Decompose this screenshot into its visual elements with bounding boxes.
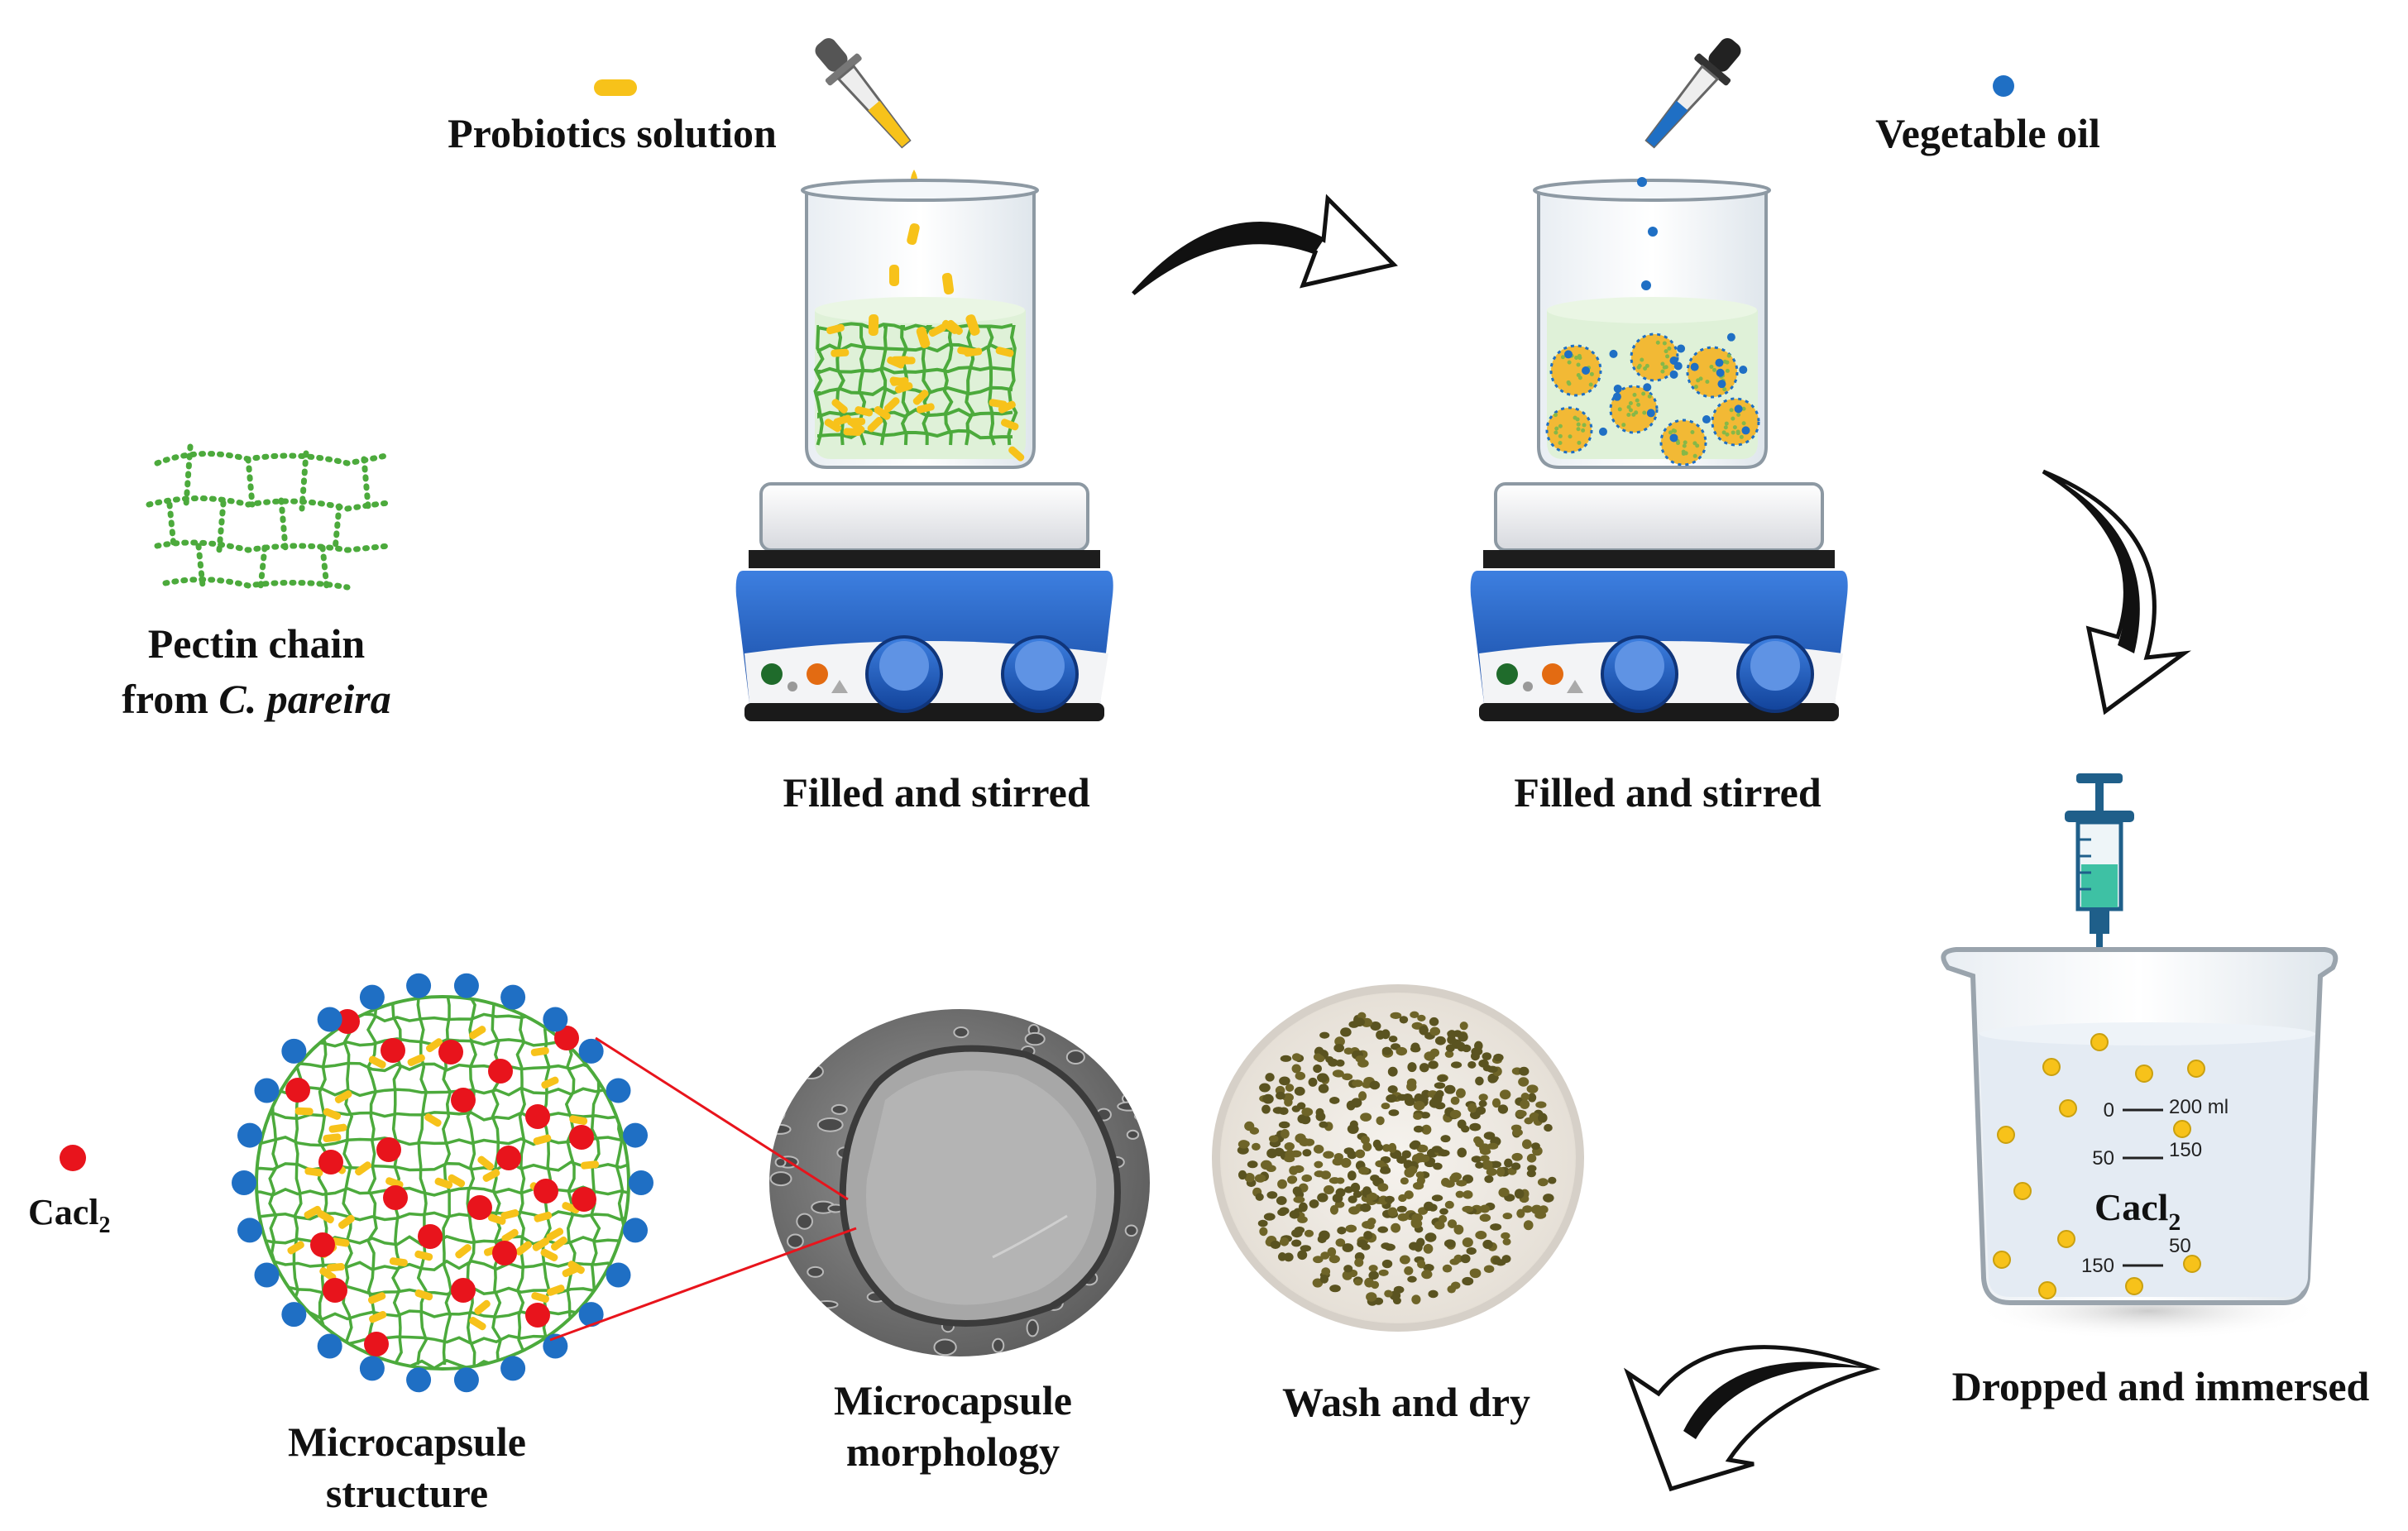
zoom-line-top <box>595 1036 849 1201</box>
probiotics-legend: Probiotics solution <box>448 79 777 156</box>
heat-knob-label: heat <box>1021 718 1059 739</box>
cylinder-scale: 0 200 ml 50 150 150 50 <box>2081 1096 2228 1277</box>
vegetable-oil-label: Vegetable oil <box>1875 110 2100 156</box>
pectin-label-line1: Pectin chain <box>148 620 366 667</box>
syringe-icon <box>2065 773 2134 959</box>
step1-label: Filled and stirred <box>783 769 1090 816</box>
probiotics-label: Probiotics solution <box>448 110 777 156</box>
stir-knob-label: stir <box>890 718 919 739</box>
pectin-label-line2: from C. pareira <box>122 676 390 722</box>
calcium-chloride-beaker: 0 200 ml 50 150 150 50 Cacl2 <box>1941 947 2339 1340</box>
petri-dish <box>1212 984 1584 1332</box>
stir-knob-icon[interactable]: stir <box>865 635 943 739</box>
zoom-line-bottom <box>549 1227 857 1342</box>
heat-knob-icon[interactable]: heat <box>1001 635 1079 739</box>
sem-micrograph <box>769 1009 1150 1356</box>
tick-right-200: 200 ml <box>2169 1096 2228 1118</box>
heat-knob-icon[interactable]: heat <box>1736 635 1814 739</box>
stirrer-1: stir heat <box>735 38 1113 739</box>
step2-label: Filled and stirred <box>1514 769 1822 816</box>
microcapsule-structure <box>232 973 653 1393</box>
dropper-icon <box>815 38 912 149</box>
tick-left-150: 150 <box>2081 1255 2114 1277</box>
curved-arrow-icon <box>1132 194 1398 295</box>
cacl2-beaker-label: Cacl2 <box>2094 1186 2181 1236</box>
structure-label-line1: Microcapsule <box>288 1419 526 1465</box>
curved-arrow-icon <box>2042 469 2191 715</box>
cacl2-legend: Cacl2 <box>28 1145 111 1238</box>
oil-legend-marker <box>1993 75 2014 97</box>
oil-legend: Vegetable oil <box>1875 75 2100 156</box>
dropper-icon <box>1644 38 1741 149</box>
step3-label: Dropped and immersed <box>1952 1363 2370 1409</box>
morphology-label-line1: Microcapsule <box>834 1377 1072 1423</box>
cacl2-legend-marker <box>60 1145 86 1171</box>
step4-label: Wash and dry <box>1282 1379 1530 1425</box>
cacl2-legend-label: Cacl2 <box>28 1192 111 1238</box>
tick-left-0: 0 <box>2104 1099 2114 1122</box>
structure-label-line2: structure <box>326 1470 488 1516</box>
stirrer-2: stir heat <box>1470 38 1848 739</box>
probiotic-legend-marker <box>594 79 637 96</box>
stir-knob-label: stir <box>1625 718 1654 739</box>
tick-right-150: 150 <box>2169 1139 2202 1161</box>
heat-knob-label: heat <box>1756 718 1794 739</box>
pectin-chain-icon <box>146 443 392 591</box>
curved-arrow-icon <box>1623 1345 1881 1492</box>
morphology-label-line2: morphology <box>846 1428 1060 1475</box>
tick-right-50: 50 <box>2169 1235 2191 1257</box>
stir-knob-icon[interactable]: stir <box>1601 635 1678 739</box>
tick-left-50: 50 <box>2092 1147 2114 1170</box>
